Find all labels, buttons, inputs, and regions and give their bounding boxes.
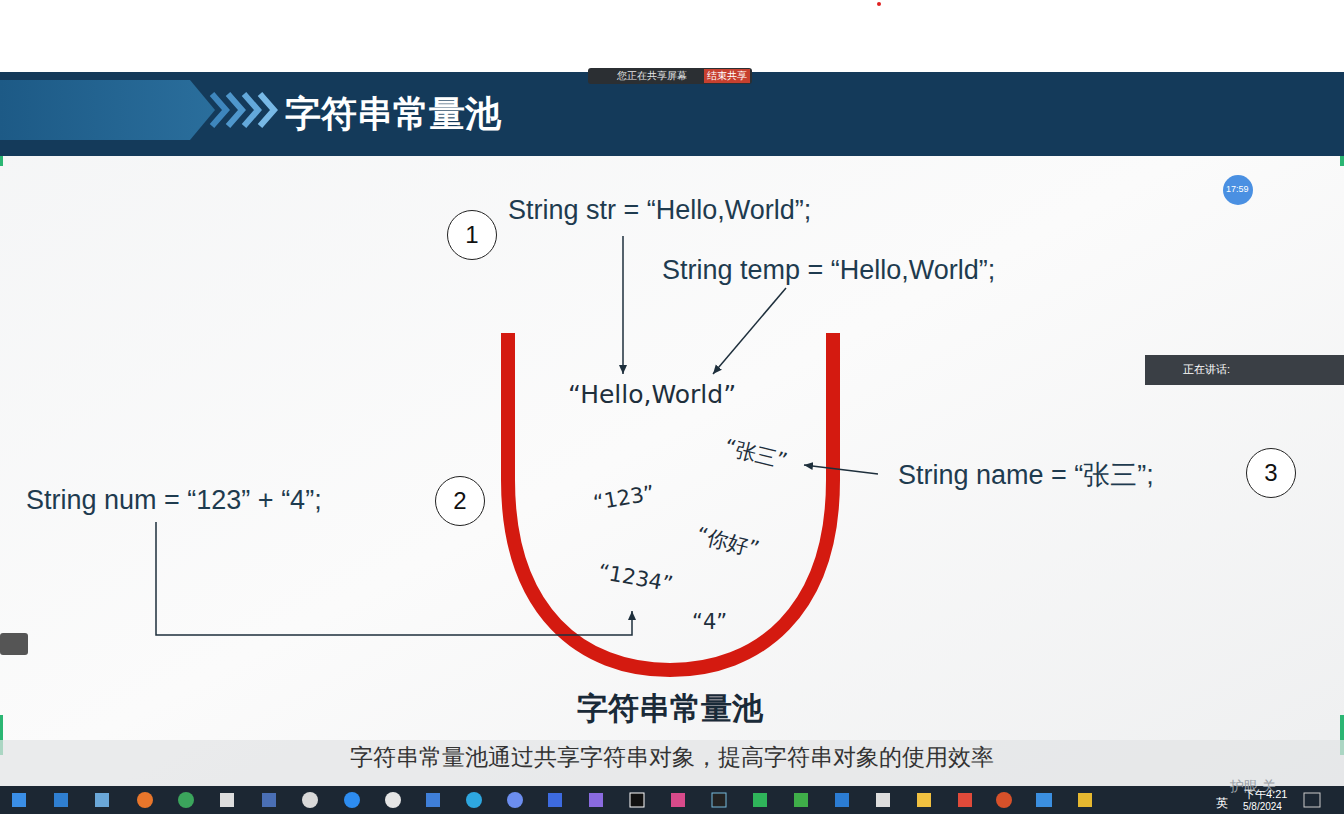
icon (917, 793, 931, 807)
slide-title: 字符串常量池 (285, 90, 501, 139)
icon (466, 792, 482, 808)
icon (1304, 793, 1320, 807)
pool-string: “123” (591, 481, 656, 515)
icon (671, 793, 685, 807)
icon (1036, 793, 1052, 807)
icon (178, 792, 194, 808)
timer: 17:59 (1226, 184, 1249, 194)
icon (137, 792, 153, 808)
pool-string: “Hello,World” (568, 380, 736, 409)
pool-string: 字符串常量池 (480, 688, 860, 730)
leader-arrow (713, 288, 786, 374)
leader-arrow (622, 236, 624, 374)
icon (426, 793, 440, 807)
side-tab (0, 633, 28, 655)
caption: 字符串常量池通过共享字符串对象，提高字符串对象的使用效率 (0, 742, 1344, 773)
callout-number: 1 (465, 221, 478, 249)
icon (385, 792, 401, 808)
icon (712, 793, 726, 807)
callout-circle: 1 (447, 210, 497, 260)
icon (794, 793, 808, 807)
taskbar-icons (12, 792, 1320, 808)
share-status: 您正在共享屏幕 (617, 69, 687, 83)
code-line: String name = “张三”; (898, 457, 1154, 493)
clock-date: 5/8/2024 (1243, 801, 1282, 812)
icon (220, 793, 234, 807)
chevron (212, 94, 226, 126)
pool-string: “4” (692, 610, 727, 634)
clock-time: 下午4:21 (1244, 787, 1287, 802)
pool-string: “张三” (722, 433, 791, 476)
icon (302, 792, 318, 808)
header-band (0, 72, 1344, 156)
leader-arrow (804, 465, 878, 474)
icon (548, 793, 562, 807)
pool-string: “你好” (694, 521, 763, 564)
callout-circle: 3 (1246, 448, 1296, 498)
chevron (260, 94, 274, 126)
code-line: String temp = “Hello,World”; (662, 255, 995, 286)
icon (589, 793, 603, 807)
timer-dot (1223, 175, 1253, 205)
icon (753, 793, 767, 807)
taskbar (0, 786, 1344, 814)
dot (877, 2, 881, 6)
callout-number: 3 (1264, 459, 1277, 487)
icon (95, 793, 109, 807)
callout-circle: 2 (435, 476, 485, 526)
speaker-label: 正在讲话: (1183, 362, 1230, 377)
icon (630, 793, 644, 807)
icon (54, 793, 68, 807)
string-pool: “Hello,World”“张三”“123”“你好”“1234”“4”字符串常量… (500, 330, 840, 675)
icon (876, 793, 890, 807)
share-bar (588, 68, 752, 84)
callout-number: 2 (453, 487, 466, 515)
pool-string: “1234” (596, 560, 674, 597)
icon (262, 793, 276, 807)
icon (507, 792, 523, 808)
edge-mark (1340, 156, 1344, 166)
code-line: String str = “Hello,World”; (508, 195, 811, 226)
icon (12, 793, 26, 807)
slide-ground (0, 72, 1344, 786)
chevron (244, 94, 258, 126)
icon (996, 792, 1012, 808)
header-panel (0, 80, 215, 140)
icon (835, 793, 849, 807)
chevron (228, 94, 242, 126)
icon (1078, 793, 1092, 807)
caption-bar (0, 740, 1344, 786)
icon (344, 792, 360, 808)
share-stop-button: 结束共享 (704, 69, 750, 83)
speaker-bar (1145, 355, 1344, 385)
edge-mark (0, 156, 3, 166)
pool-outline (508, 333, 833, 670)
code-line: String num = “123” + “4”; (26, 485, 322, 516)
leader-arrow (156, 522, 632, 635)
icon (958, 793, 972, 807)
input-method: 英 (1216, 795, 1228, 812)
